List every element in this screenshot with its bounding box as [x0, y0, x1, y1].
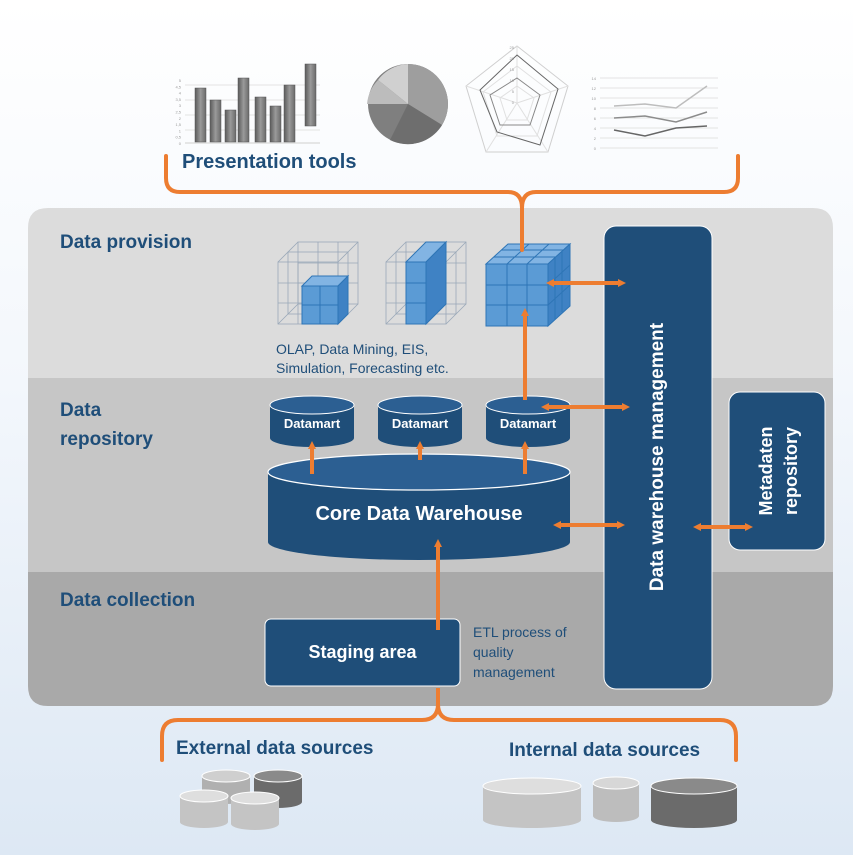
bar-chart-ticks: 54,5 43,53 2,521,51 0,50 — [175, 78, 181, 146]
metadata-label-line1: Metadaten — [756, 426, 776, 516]
line-chart-tick-label: 10 — [592, 96, 597, 101]
line-chart-tick-label: 6 — [594, 116, 597, 121]
db-cylinder — [592, 776, 640, 822]
staging-area-box — [264, 618, 461, 687]
analysis-tools-line2: Simulation, Forecasting etc. — [276, 360, 449, 376]
dw-management-label: Data warehouse management — [647, 322, 668, 592]
presentation-tools-label: Presentation tools — [182, 151, 357, 173]
flow-arrows — [308, 279, 753, 706]
bar-chart-tick-label: 5 — [179, 78, 182, 83]
bar-chart-icon — [185, 63, 320, 144]
bar-chart-tick-label: 4,5 — [175, 84, 181, 89]
analysis-tools-line1: OLAP, Data Mining, EIS, — [276, 341, 429, 357]
layer-label-data-provision: Data provision — [60, 232, 192, 253]
internal-sources-label: Internal data sources — [509, 740, 701, 761]
line-chart-tick-label: 8 — [594, 106, 597, 111]
sources-brace — [160, 702, 738, 762]
line-chart-tick-label: 12 — [592, 86, 597, 91]
etl-label-line2: quality — [473, 644, 514, 660]
db-cylinder — [482, 777, 582, 828]
olap-cube-2 — [385, 240, 467, 326]
radar-chart-icon — [465, 45, 569, 153]
line-chart-icon — [600, 77, 718, 149]
external-source-databases — [179, 769, 303, 830]
metadata-repository-box — [728, 391, 826, 551]
radar-chart-tick-label: 5 — [512, 89, 515, 94]
etl-label-line3: management — [473, 664, 555, 680]
bar-chart-tick-label: 0,5 — [175, 135, 181, 140]
radar-chart-tick-label: 15 — [510, 67, 515, 72]
line-chart-tick-label: 14 — [592, 76, 597, 81]
core-dw-cylinder — [267, 453, 571, 560]
bar-chart-tick-label: 3 — [179, 103, 182, 108]
db-cylinder — [230, 791, 280, 830]
line-chart-tick-label: 2 — [594, 136, 597, 141]
layer-label-data-repository-line2: repository — [60, 429, 153, 450]
bar-chart-tick-label: 1,5 — [175, 122, 181, 127]
etl-label-line1: ETL process of — [473, 624, 567, 640]
line-chart-tick-label: 4 — [594, 126, 597, 131]
layer-label-data-collection: Data collection — [60, 590, 196, 611]
internal-source-databases — [482, 776, 738, 828]
olap-cube-3 — [484, 242, 572, 328]
dw-management-box — [603, 225, 713, 690]
line-chart-ticks: 14 12 10 8 6 4 2 0 — [592, 76, 597, 151]
radar-chart-tick-label: 25 — [510, 45, 515, 50]
datamart-label-3: Datamart — [499, 416, 557, 431]
layer-label-data-repository-line1: Data — [60, 400, 102, 421]
bar-chart-tick-label: 3,5 — [175, 97, 181, 102]
datamart-cylinder-2 — [377, 395, 463, 447]
staging-area-label: Staging area — [308, 642, 417, 662]
db-cylinder — [179, 789, 229, 828]
radar-chart-ticks: 25 20 15 10 5 0 — [510, 45, 515, 105]
radar-chart-tick-label: 20 — [510, 56, 515, 61]
datamart-label-2: Datamart — [391, 416, 449, 431]
bar-chart-tick-label: 2 — [179, 116, 182, 121]
bar-chart-tick-label: 1 — [179, 128, 182, 133]
datamart-label-1: Datamart — [283, 416, 341, 431]
db-cylinder — [650, 777, 738, 828]
bar-chart-tick-label: 4 — [179, 91, 182, 96]
bar-chart-tick-label: 2,5 — [175, 110, 181, 115]
pie-chart-icon — [367, 64, 448, 145]
core-dw-label: Core Data Warehouse — [315, 503, 523, 525]
olap-cube-1 — [277, 241, 359, 326]
radar-chart-tick-label: 10 — [510, 78, 515, 83]
external-sources-label: External data sources — [176, 738, 374, 759]
radar-chart-tick-label: 0 — [512, 100, 515, 105]
metadata-label-line2: repository — [781, 426, 801, 516]
bar-chart-tick-label: 0 — [179, 141, 182, 146]
datamart-cylinder-1 — [269, 395, 355, 447]
line-chart-tick-label: 0 — [594, 146, 597, 151]
presentation-brace — [164, 154, 740, 252]
